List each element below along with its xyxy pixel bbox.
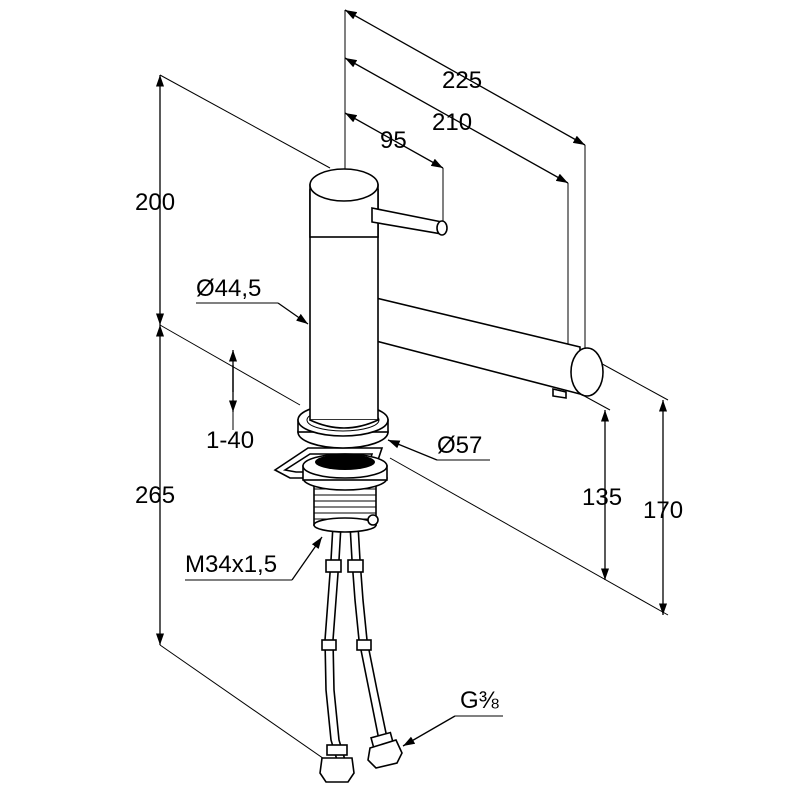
spout (343, 295, 604, 399)
dim-label-135: 135 (582, 484, 622, 511)
dim-label-95: 95 (380, 127, 407, 154)
dimension-57: Ø57 (387, 432, 490, 461)
dim-label-200: 200 (135, 189, 175, 216)
dimension-200: 200 (135, 75, 175, 325)
dim-label-1-40: 1-40 (206, 427, 254, 454)
dim-label-diameter-44-5: Ø44,5 (196, 275, 261, 302)
dimension-1-40: 1-40 (206, 350, 254, 454)
faucet (273, 168, 604, 783)
dim-label-thread-m34: M34x1,5 (185, 551, 277, 578)
supply-hoses (319, 524, 403, 783)
dim-label-thread-g3-8: G⅜ (460, 687, 500, 714)
dimension-95: 95 (344, 112, 444, 222)
dimension-135: 135 (582, 410, 622, 580)
dim-label-170: 170 (643, 497, 683, 524)
dimension-g3-8: G⅜ (402, 687, 503, 747)
lever-handle (309, 168, 448, 238)
fixing-plate (273, 447, 388, 491)
dim-label-210: 210 (432, 109, 472, 136)
dim-label-diameter-57: Ø57 (437, 432, 482, 459)
dimension-265: 265 (135, 325, 175, 645)
dimension-44-5: Ø44,5 (196, 275, 309, 325)
dimension-170: 170 (643, 400, 683, 615)
dim-label-225: 225 (442, 67, 482, 94)
dimension-m34: M34x1,5 (185, 536, 323, 581)
dim-label-265: 265 (135, 482, 175, 509)
